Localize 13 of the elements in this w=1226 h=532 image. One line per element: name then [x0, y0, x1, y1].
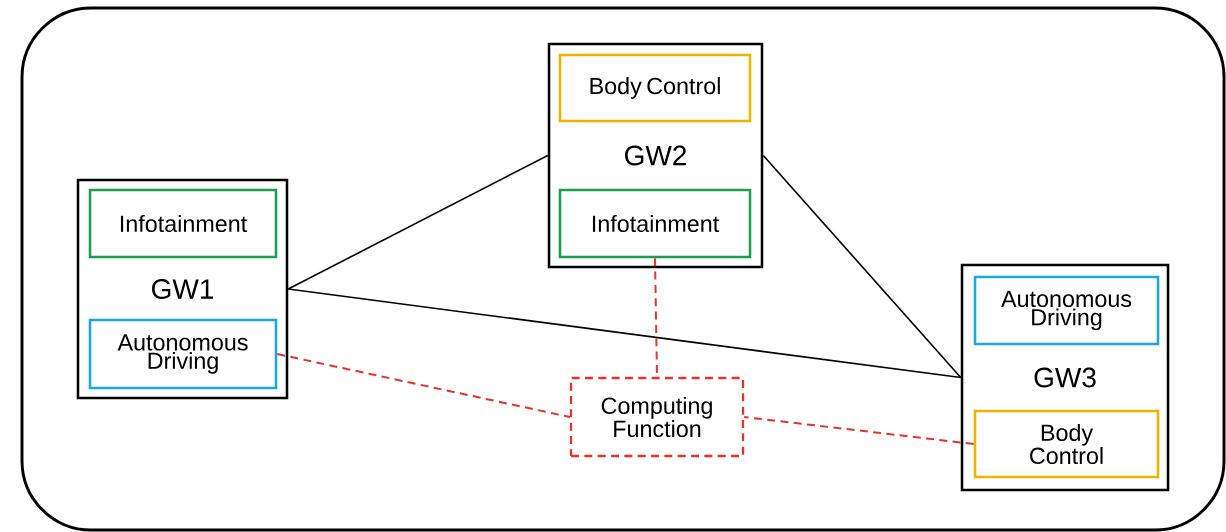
connection-line: [762, 154, 962, 379]
function-box: Body Control: [558, 53, 752, 123]
connection-line: [287, 154, 549, 290]
function-box: Autonomous Driving: [88, 318, 278, 390]
function-box: Infotainment: [558, 188, 752, 259]
function-box: Autonomous Driving: [973, 275, 1160, 346]
dashed-link: [276, 353, 571, 418]
dashed-link: [743, 416, 975, 445]
function-box: Body Control: [973, 409, 1160, 479]
function-box: Infotainment: [88, 188, 278, 259]
connection-line: [287, 288, 962, 379]
outer-frame: [20, 6, 1226, 532]
dashed-box: Computing Function: [569, 376, 745, 458]
